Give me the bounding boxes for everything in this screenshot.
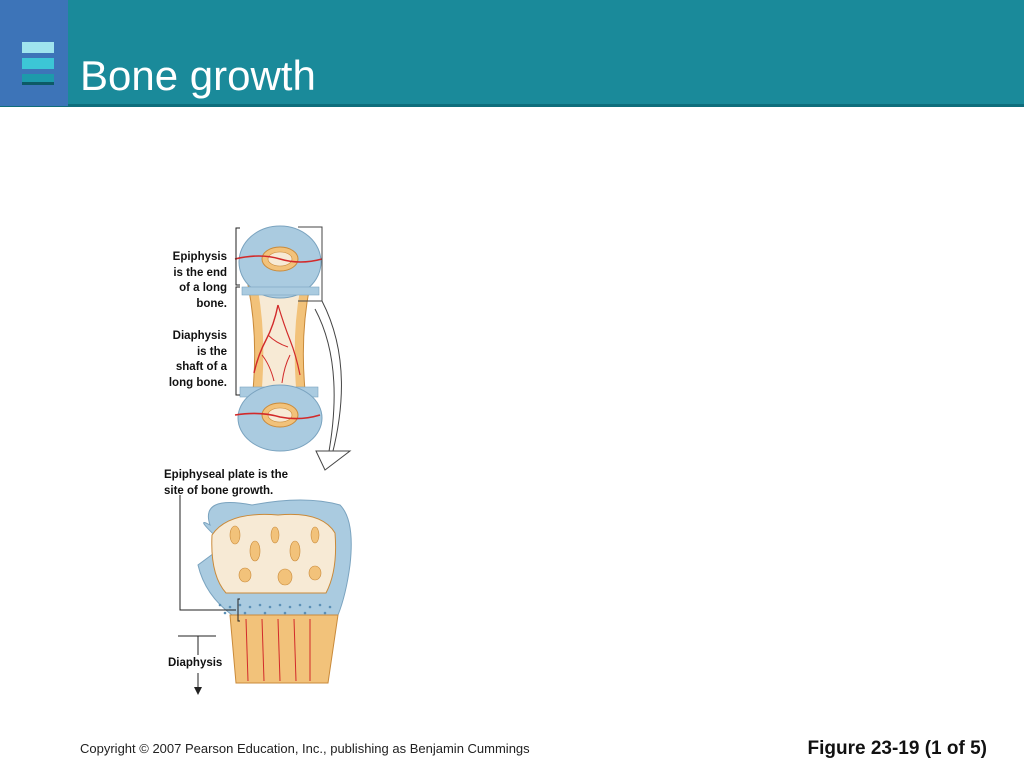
figure-number: Figure 23-19 (1 of 5)	[807, 738, 988, 759]
title-bar	[0, 0, 1024, 106]
blood-vessel	[234, 255, 323, 263]
epiphyseal-plate-label: Epiphyseal plate is the site of bone gro…	[164, 469, 288, 497]
diaphysis-label: Diaphysis is the shaft of a long bone.	[168, 330, 227, 389]
copyright-text: Copyright © 2007 Pearson Education, Inc.…	[80, 741, 530, 756]
long-bone-illustration	[178, 225, 352, 695]
epiphysis-label: Epiphysis is the end of a long bone.	[172, 251, 227, 310]
logo-block	[0, 0, 68, 106]
bone-growth-diagram: Epiphysis is the end of a long bone. Dia…	[150, 215, 390, 700]
diaphysis-base	[229, 614, 339, 684]
diaphysis-bottom-label: Diaphysis	[168, 657, 223, 669]
title-bar-rule	[0, 104, 1024, 107]
slide-title: Bone growth	[80, 52, 316, 99]
stacked-bars-icon	[22, 42, 54, 90]
